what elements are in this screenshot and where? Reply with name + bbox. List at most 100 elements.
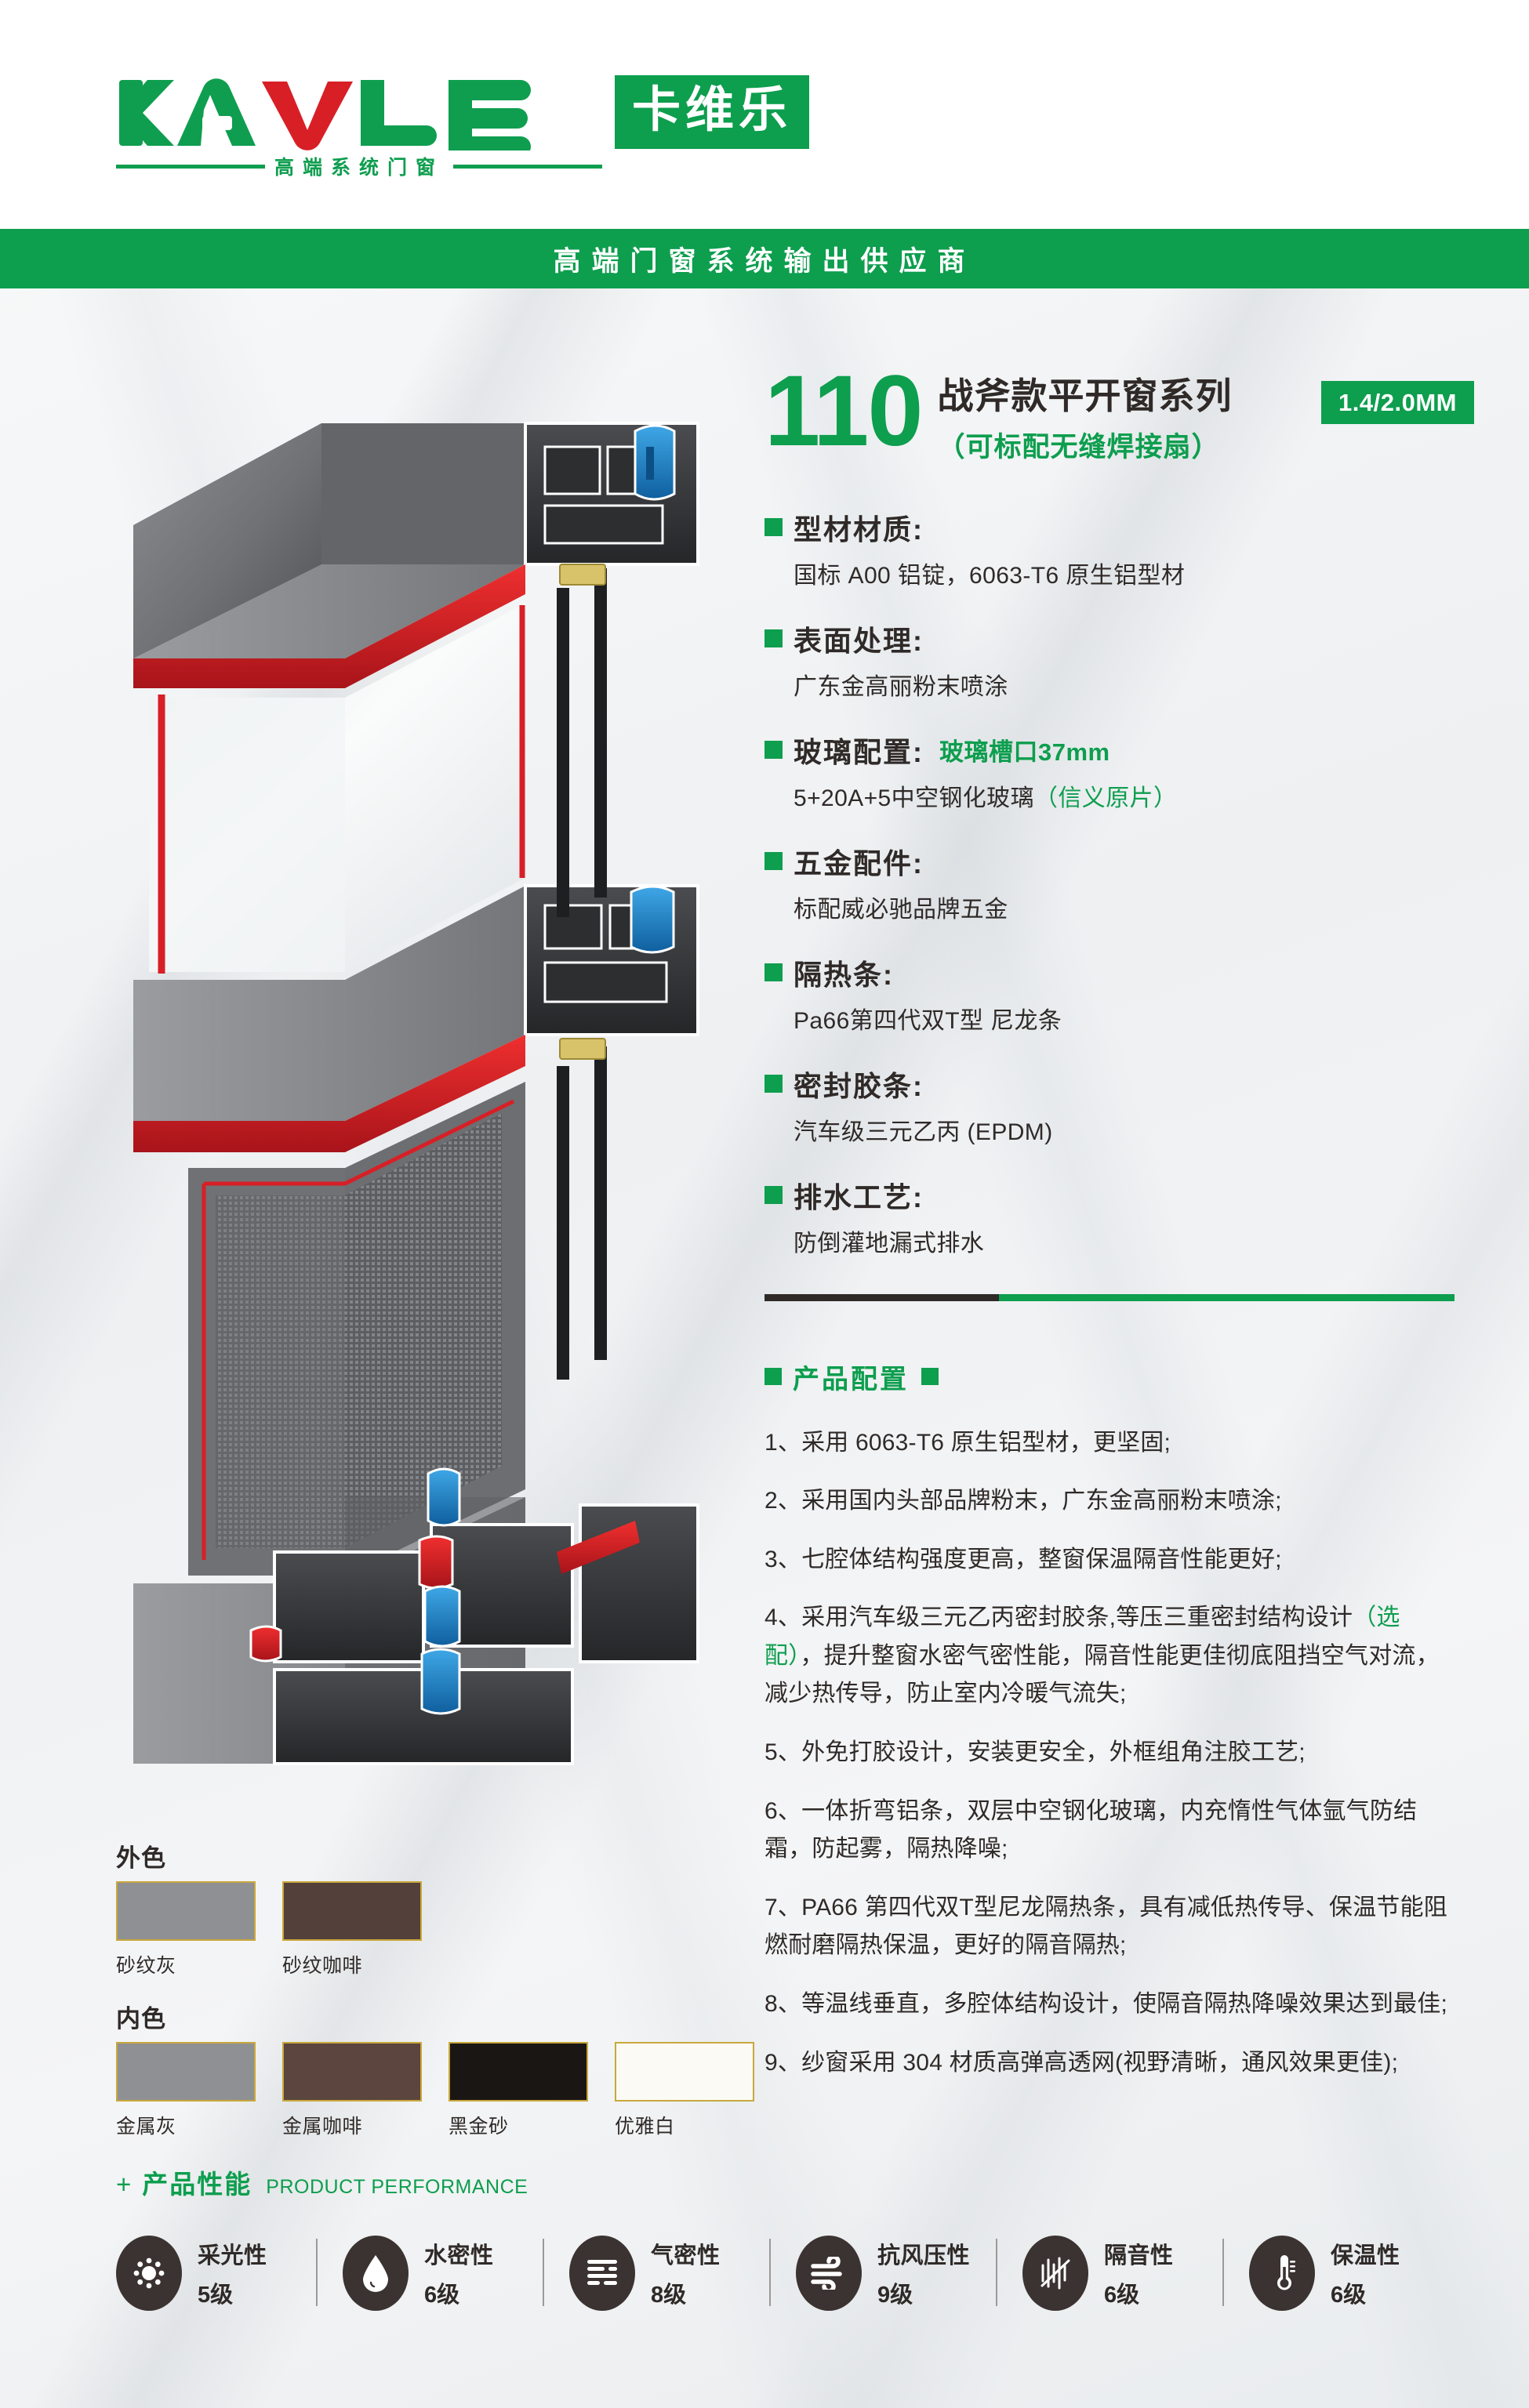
color-swatch-cell[interactable]: 砂纹灰 — [116, 1881, 256, 1978]
color-name: 砂纹咖啡 — [282, 1955, 363, 1977]
color-swatch-cell[interactable]: 金属灰 — [116, 2042, 256, 2139]
performance-metric-watertightness: 水密性 6级 — [316, 2236, 543, 2311]
spec-value-brand: （信义原片） — [1034, 785, 1178, 811]
spec-value: 防倒灌地漏式排水 — [794, 1230, 985, 1257]
config-item: 2、采用国内头部品牌粉末，广东金高丽粉末喷涂; — [764, 1488, 1282, 1514]
spec-head: 玻璃配置: 玻璃槽口37mm — [764, 730, 1474, 771]
spec-label: 型材材质: — [794, 513, 924, 546]
glass-pane-upper — [149, 604, 525, 972]
color-name: 金属咖啡 — [282, 2116, 363, 2138]
tagline-rule-right — [453, 164, 603, 169]
bullet-square-icon — [764, 963, 783, 982]
color-swatch[interactable] — [116, 2042, 256, 2102]
performance-metric-text: 抗风压性 9级 — [877, 2237, 970, 2309]
config-item: 6、一体折弯铝条，双层中空钢化玻璃，内充惰性气体氩气防结霜，防起雾，隔热降噪; — [764, 1797, 1418, 1862]
spec-label: 密封胶条: — [794, 1069, 924, 1102]
divider-green-segment — [999, 1293, 1455, 1301]
product-title-row: 110 战斧款平开窗系列 （可标配无缝焊接扇） 1.4/2.0MM — [764, 361, 1474, 465]
performance-heading: + 产品性能 PRODUCT PERFORMANCE — [116, 2163, 1449, 2201]
logo-wordmark-block: 高端系统门窗 — [116, 75, 603, 180]
config-item: 7、PA66 第四代双T型尼龙隔热条，具有减低热传导、保温节能阻燃耐磨隔热保温，… — [764, 1894, 1447, 1959]
middle-transom-assembly — [133, 884, 699, 1152]
color-swatch-cell[interactable]: 金属咖啡 — [282, 2042, 422, 2139]
brand-logo[interactable]: 高端系统门窗 卡维乐 — [116, 75, 810, 180]
spec-list: 型材材质: 国标 A00 铝锭，6063-T6 原生铝型材 表面处理: 广东金高… — [764, 507, 1474, 1258]
color-swatch[interactable] — [615, 2042, 754, 2102]
color-name: 金属灰 — [116, 2116, 176, 2138]
color-swatch[interactable] — [116, 1881, 256, 1941]
performance-title-en: PRODUCT PERFORMANCE — [266, 2176, 528, 2198]
performance-section: + 产品性能 PRODUCT PERFORMANCE — [116, 2163, 1449, 2311]
inner-color-label: 内色 — [116, 2005, 166, 2033]
configuration-list: 1、采用 6063-T6 原生铝型材，更坚固; 2、采用国内头部品牌粉末，广东金… — [764, 1424, 1474, 2083]
spec-value: 标配威必驰品牌五金 — [794, 896, 1008, 923]
bullet-square-icon — [764, 629, 783, 648]
inner-color-row: 金属灰 金属咖啡 黑金砂 优雅白 — [116, 2042, 754, 2139]
product-subtitle: （可标配无缝焊接扇） — [937, 431, 1220, 462]
performance-metric-grade: 6级 — [1104, 2283, 1140, 2308]
wind-icon — [796, 2236, 862, 2311]
bullet-square-icon-right — [921, 1368, 939, 1386]
color-swatch-cell[interactable]: 砂纹咖啡 — [282, 1881, 422, 1978]
spec-item-material: 型材材质: 国标 A00 铝锭，6063-T6 原生铝型材 — [764, 507, 1474, 590]
spec-label: 五金配件: — [794, 847, 924, 879]
spec-item-gasket: 密封胶条: 汽车级三元乙丙 (EPDM) — [764, 1064, 1474, 1147]
performance-metric-text: 采光性 5级 — [198, 2237, 267, 2309]
performance-metrics-row: 采光性 5级 水密性 6级 — [116, 2236, 1449, 2311]
color-swatch-cell[interactable]: 优雅白 — [615, 2042, 754, 2139]
spec-value: Pa66第四代双T型 尼龙条 — [794, 1007, 1062, 1034]
outer-color-row: 砂纹灰 砂纹咖啡 — [116, 1881, 743, 1978]
spec-item-drainage: 排水工艺: 防倒灌地漏式排水 — [764, 1175, 1474, 1258]
window-profile-render — [133, 422, 699, 1765]
performance-metric-text: 保温性 6级 — [1331, 2237, 1400, 2309]
spec-head: 表面处理: — [764, 618, 1474, 659]
page-header: 高端系统门窗 卡维乐 — [0, 0, 1529, 226]
screen-sash-assembly — [188, 1082, 525, 1576]
spec-head: 型材材质: — [764, 507, 1474, 548]
bullet-square-icon-left — [764, 1368, 782, 1386]
color-swatch[interactable] — [449, 2042, 588, 2102]
spec-value: 汽车级三元乙丙 (EPDM) — [794, 1119, 1053, 1145]
spec-label: 排水工艺: — [794, 1180, 924, 1213]
performance-metric-grade: 6级 — [424, 2283, 460, 2308]
performance-metric-windload: 抗风压性 9级 — [769, 2236, 996, 2311]
performance-metric-text: 气密性 8级 — [651, 2237, 721, 2309]
config-item: 3、七腔体结构强度更高，整窗保温隔音性能更好; — [764, 1546, 1282, 1572]
sound-wave-icon — [1022, 2236, 1088, 2311]
color-name: 黑金砂 — [449, 2116, 509, 2138]
spec-item-thermal-break: 隔热条: Pa66第四代双T型 尼龙条 — [764, 952, 1474, 1035]
performance-metric-name: 隔音性 — [1104, 2243, 1174, 2268]
config-optional-note: （选配） — [764, 1605, 1400, 1669]
spec-label: 玻璃配置: — [794, 735, 924, 768]
config-item: 1、采用 6063-T6 原生铝型材，更坚固; — [764, 1429, 1171, 1456]
color-swatch[interactable] — [282, 2042, 422, 2102]
spec-value-main: 5+20A+5中空钢化玻璃 — [794, 785, 1034, 811]
performance-metric-grade: 6级 — [1331, 2283, 1367, 2308]
color-swatch-cell[interactable]: 黑金砂 — [449, 2042, 588, 2139]
plus-icon: + — [116, 2170, 132, 2199]
performance-metric-text: 水密性 6级 — [424, 2237, 494, 2309]
sun-icon — [116, 2236, 182, 2311]
bullet-square-icon — [764, 518, 783, 537]
tagline-banner: 高端门窗系统输出供应商 — [0, 229, 1529, 288]
bullet-square-icon — [764, 1075, 783, 1093]
logo-chinese-badge: 卡维乐 — [615, 75, 810, 149]
spec-value: 国标 A00 铝锭，6063-T6 原生铝型材 — [794, 562, 1186, 589]
product-name: 战斧款平开窗系列 — [937, 375, 1233, 416]
section-divider — [764, 1293, 1455, 1301]
spec-value: 5+20A+5中空钢化玻璃（信义原片） — [794, 778, 1474, 813]
spec-item-glass: 玻璃配置: 玻璃槽口37mm 5+20A+5中空钢化玻璃（信义原片） — [764, 730, 1474, 813]
thickness-badge: 1.4/2.0MM — [1321, 381, 1474, 424]
performance-metric-grade: 5级 — [198, 2283, 234, 2308]
insect-screen-mesh — [216, 1113, 502, 1548]
tagline-rule-left — [116, 164, 265, 169]
color-swatch[interactable] — [282, 1881, 422, 1941]
performance-metric-lighting: 采光性 5级 — [116, 2236, 316, 2311]
air-layers-icon — [569, 2236, 635, 2311]
spec-column: 110 战斧款平开窗系列 （可标配无缝焊接扇） 1.4/2.0MM 型材材质: … — [764, 361, 1474, 2102]
logo-tagline: 高端系统门窗 — [274, 157, 445, 179]
performance-title-cn: 产品性能 — [142, 2170, 252, 2199]
bullet-square-icon — [764, 1186, 783, 1205]
performance-metric-name: 采光性 — [198, 2243, 267, 2268]
